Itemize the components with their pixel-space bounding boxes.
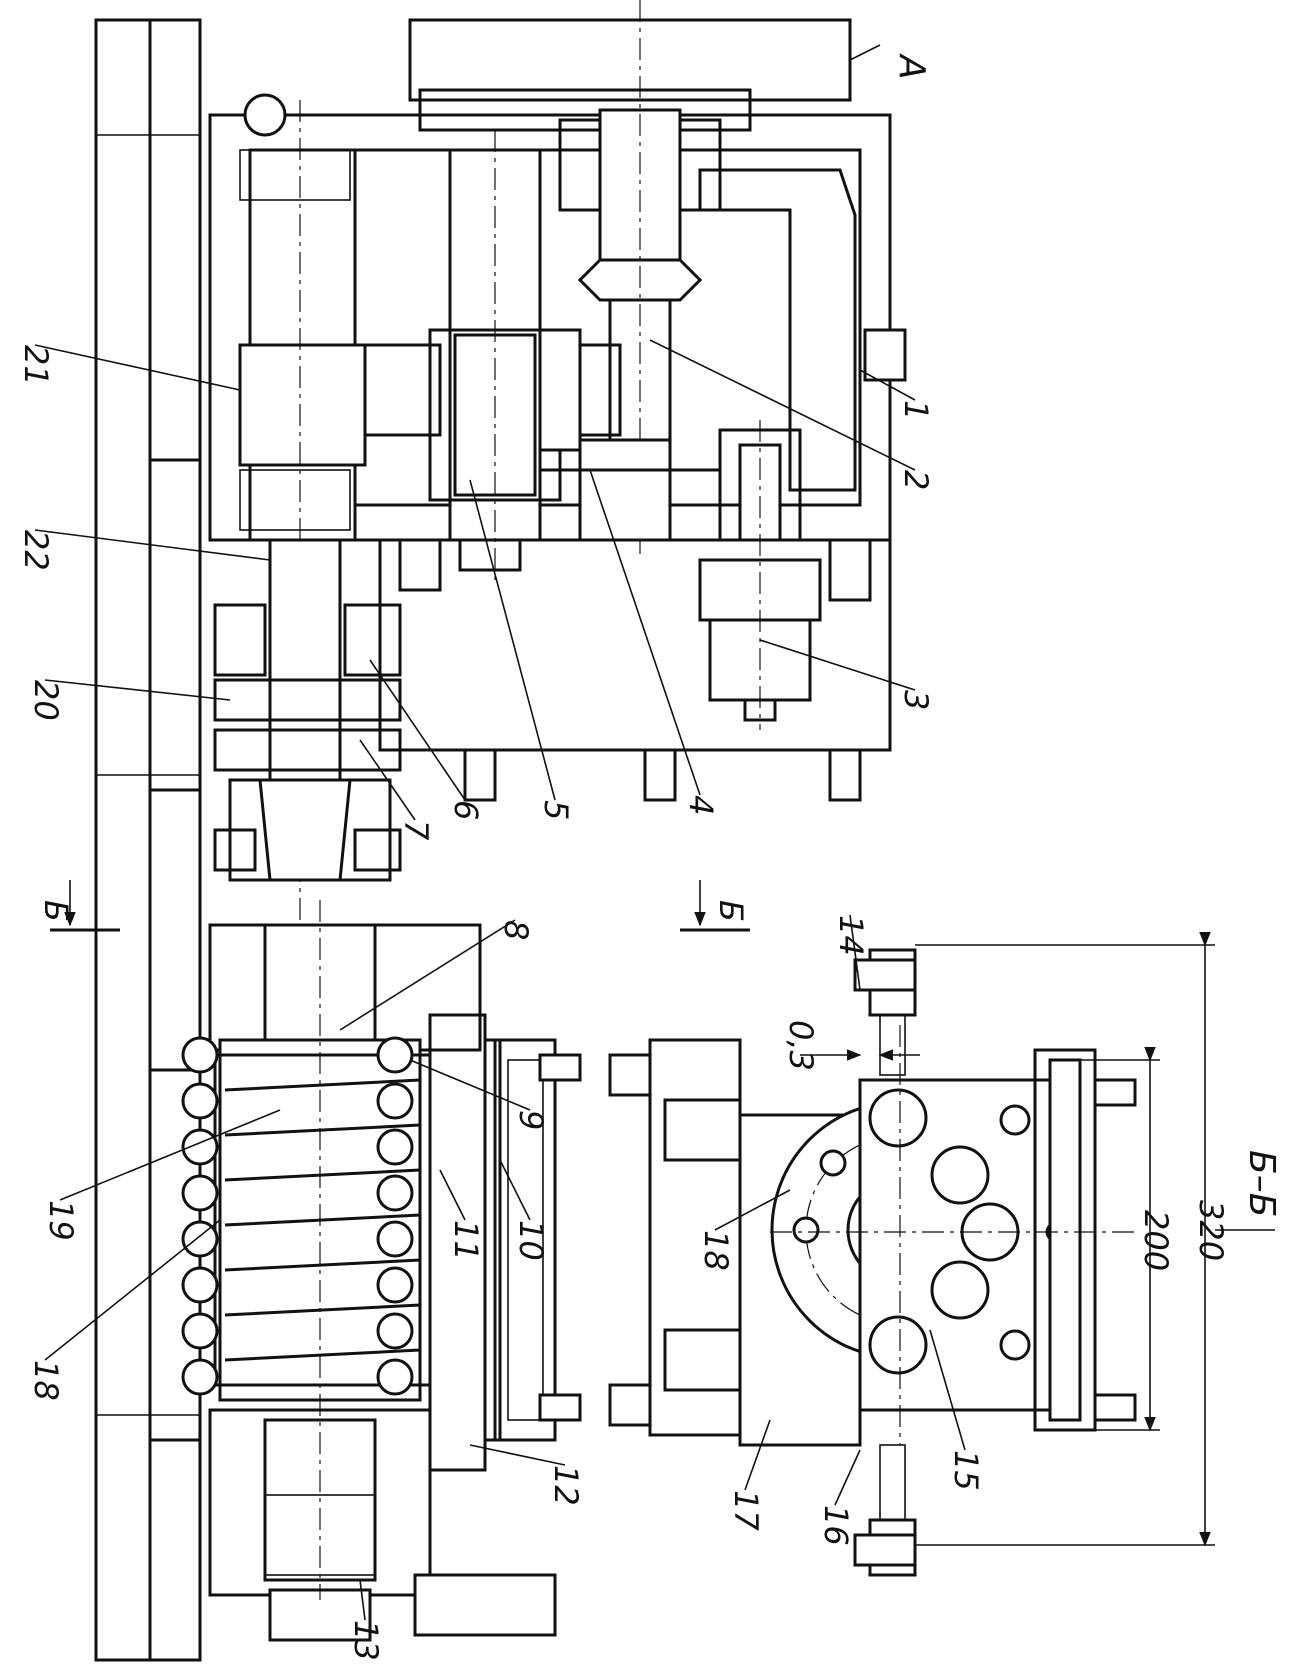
gear-train (363, 328, 720, 542)
screw-ball (376, 1128, 414, 1166)
screw-ball (181, 1358, 219, 1396)
callout-label-18: 18 (27, 1360, 65, 1401)
dimension-lines (800, 932, 1275, 1547)
callout-label-22: 22 (17, 530, 55, 571)
callout-leader-21 (34, 344, 241, 391)
callout-leader-2 (649, 339, 916, 471)
callout-label-11: 11 (447, 1220, 485, 1261)
callout-leader-12 (469, 1444, 566, 1466)
callout-label-14: 14 (832, 915, 870, 956)
callout-label-7: 7 (397, 820, 435, 841)
dimension-clearance: 0,3 (782, 1020, 820, 1071)
callout-leader-18 (44, 1219, 221, 1361)
callout-leader-14 (849, 914, 861, 991)
callout-leader-5 (469, 479, 556, 801)
screw-ball (376, 1312, 414, 1350)
motor-3 (698, 420, 822, 730)
callout-label-15: 15 (947, 1450, 985, 1491)
screw-ball (376, 1036, 414, 1074)
dimension-inner-width: 200 (1137, 1210, 1175, 1271)
callout-leader-7 (359, 739, 416, 821)
screw-ball (181, 1220, 219, 1258)
section-view-bb (608, 948, 1140, 1577)
shaft-21 (238, 100, 367, 940)
callout-leader-9 (409, 1059, 531, 1111)
callout-leader-13 (359, 1579, 366, 1621)
callout-leader-3 (759, 639, 916, 691)
section-mark-left: Б (37, 900, 75, 922)
callout-leader-4 (589, 469, 701, 796)
shaft-22-coupling (213, 538, 402, 882)
housing-bolts (243, 93, 907, 802)
callout-label-6: 6 (447, 800, 485, 820)
callout-leader-1 (859, 369, 916, 401)
view-label: А (891, 53, 932, 80)
callout-label-20: 20 (27, 680, 65, 721)
bed-guide (94, 18, 202, 1662)
section-marks (50, 44, 881, 932)
callout-leader-8 (339, 919, 516, 1031)
screw-ball (376, 1082, 414, 1120)
screw-ball (376, 1220, 414, 1258)
callout-label-5: 5 (537, 800, 575, 820)
callout-leader-22 (34, 529, 271, 561)
section-mark-right: Б (712, 900, 750, 922)
screw-ball (181, 1266, 219, 1304)
callout-leader-10 (499, 1159, 531, 1221)
callout-leader-20 (44, 679, 231, 701)
callout-label-9: 9 (512, 1110, 550, 1130)
screw-ball (181, 1036, 219, 1074)
callout-label-1: 1 (897, 400, 935, 420)
screw-ball (181, 1312, 219, 1350)
callout-leader-18 (714, 1189, 791, 1231)
screw-ball (376, 1358, 414, 1396)
screw-ball (181, 1174, 219, 1212)
callout-label-17: 17 (727, 1490, 765, 1531)
section-title: Б–Б (1241, 1150, 1282, 1217)
callout-leader-11 (439, 1169, 466, 1221)
callout-label-18: 18 (697, 1230, 735, 1271)
nut-and-plate (428, 1013, 582, 1472)
callout-label-10: 10 (512, 1220, 550, 1261)
callout-label-2: 2 (897, 470, 935, 490)
callout-leader-16 (834, 1449, 861, 1506)
callout-label-12: 12 (547, 1465, 585, 1506)
callout-leader-15 (929, 1329, 966, 1451)
labels: А Б Б Б–Б 320 200 0,3 123456789101112131… (17, 53, 1282, 1661)
screw-ball (376, 1266, 414, 1304)
callout-label-16: 16 (817, 1505, 855, 1546)
callout-leader-6 (369, 659, 466, 801)
ball-screw (181, 900, 432, 1600)
callout-label-3: 3 (897, 690, 935, 710)
callout-leaders (34, 339, 966, 1621)
callout-label-21: 21 (17, 345, 55, 386)
dimension-overall-width: 320 (1192, 1200, 1230, 1261)
callout-label-8: 8 (497, 920, 535, 940)
callout-label-13: 13 (347, 1620, 385, 1661)
shaft-5 (428, 130, 562, 580)
gearbox-housing (208, 18, 892, 752)
callout-leader-17 (744, 1419, 771, 1491)
screw-ball (376, 1174, 414, 1212)
callout-label-4: 4 (682, 795, 720, 815)
screw-ball (181, 1082, 219, 1120)
callout-leader-19 (59, 1109, 281, 1201)
callout-label-19: 19 (42, 1200, 80, 1241)
